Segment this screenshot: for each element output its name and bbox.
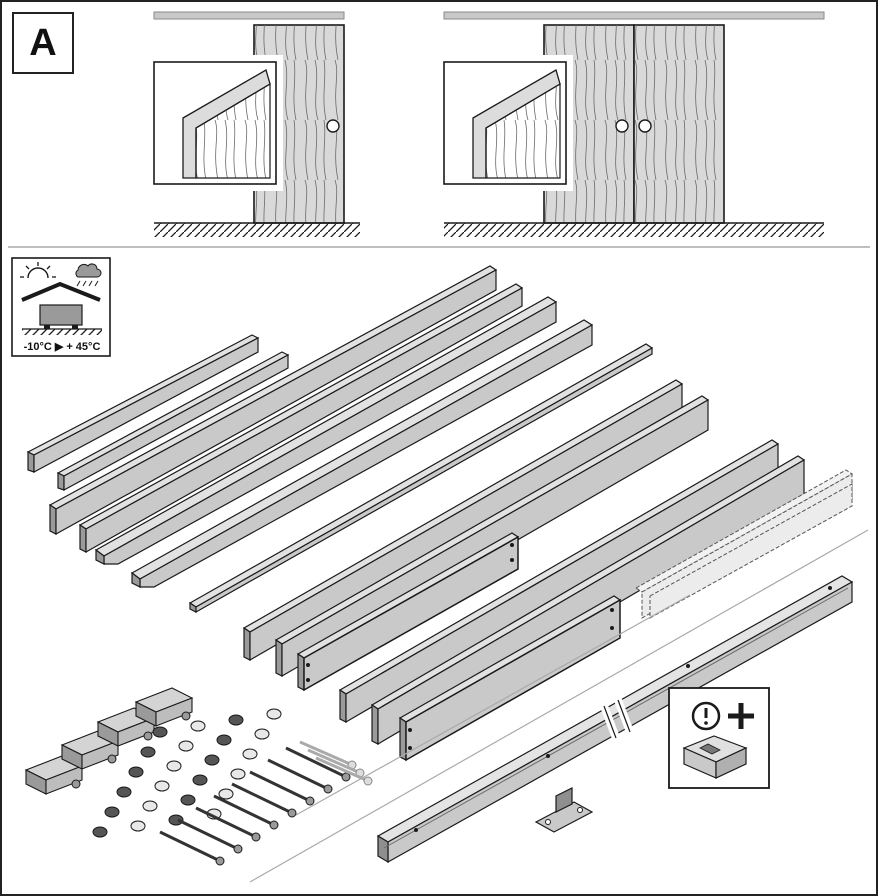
flat-bar-face (195, 346, 653, 614)
strip-2-face (63, 353, 289, 492)
strip-1-face (33, 337, 259, 474)
washer (142, 800, 158, 812)
board-6 (405, 598, 621, 762)
clamp-brackets (24, 687, 194, 795)
single-door-view (147, 11, 360, 237)
washer (140, 746, 156, 758)
washer (266, 708, 282, 720)
roof-icon (21, 281, 101, 302)
sun-icon (20, 262, 56, 279)
floor-hatch (154, 223, 360, 237)
door-handle-left (615, 119, 629, 133)
edge-grain (485, 82, 561, 179)
washer (116, 786, 132, 798)
washer (178, 740, 194, 752)
washer (166, 760, 182, 772)
washer (154, 780, 170, 792)
screw (267, 758, 333, 794)
washer (104, 806, 120, 818)
door-handle-right (638, 119, 652, 133)
washer (216, 734, 232, 746)
info-plus-box-icon (668, 687, 770, 789)
washer (218, 788, 234, 800)
washer (180, 794, 196, 806)
top-rail (153, 11, 345, 20)
rain-cloud-icon (75, 263, 102, 287)
washer (242, 748, 258, 760)
separator-line (249, 529, 869, 883)
washer (228, 714, 244, 726)
washer (190, 720, 206, 732)
screw (231, 782, 297, 818)
washer (152, 726, 168, 738)
box-icon (39, 304, 83, 326)
clamp (134, 687, 194, 727)
track-rail (376, 575, 854, 864)
door-handle (326, 119, 340, 133)
bar-1-face (55, 268, 497, 536)
screw (249, 770, 315, 806)
top-rail (443, 11, 825, 20)
washer (128, 766, 144, 778)
washer (204, 754, 220, 766)
profile-strips (26, 265, 654, 614)
double-door-view (437, 11, 825, 237)
screw (195, 806, 261, 842)
washer (92, 826, 108, 838)
washer (254, 728, 270, 740)
guide-boards (242, 379, 853, 762)
screw-light (315, 756, 373, 786)
screw (159, 830, 225, 866)
washer (168, 814, 184, 826)
board-3 (303, 535, 519, 692)
washer (230, 768, 246, 780)
washer (130, 820, 146, 832)
temp-max: + 45°C (66, 340, 101, 353)
storage-conditions-icon (11, 257, 111, 357)
temperature-range: -10°C ▶ + 45°C (14, 340, 110, 354)
temp-min: -10°C (23, 340, 52, 353)
screws-and-washers (92, 708, 373, 866)
panel-label: A (12, 12, 74, 74)
washer (192, 774, 208, 786)
screw-light (299, 740, 357, 770)
mounting-bracket (534, 787, 594, 833)
arrow-right-icon: ▶ (54, 341, 64, 353)
edge-grain (195, 82, 271, 179)
bar-2-face (85, 286, 523, 554)
floor-hatch (444, 223, 824, 237)
screw (177, 818, 243, 854)
optional-board-2 (649, 483, 853, 619)
screw (285, 746, 351, 782)
screw (213, 794, 279, 830)
